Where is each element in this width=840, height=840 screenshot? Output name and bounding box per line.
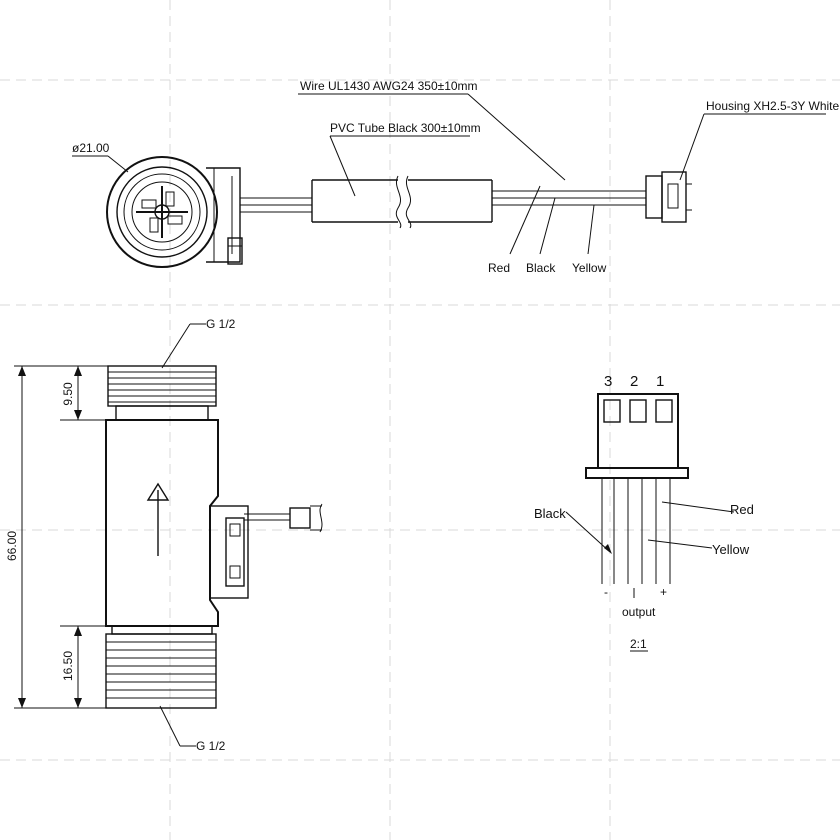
- thread-top-label: G 1/2: [206, 317, 236, 331]
- wire-color-red: Red: [488, 261, 510, 275]
- connector-red-label: Red: [730, 502, 754, 517]
- sensor-body-top: [106, 156, 218, 268]
- output-label: output: [622, 605, 656, 619]
- pin-number-2: 2: [630, 373, 638, 390]
- side-view: 66.00 9.50 16.50 G 1/2 G 1/2: [5, 317, 323, 753]
- sensor-body-side: [105, 419, 323, 627]
- thread-bottom-label: G 1/2: [196, 739, 226, 753]
- dim-total-label: 66.00: [5, 531, 19, 561]
- pin-number-3: 3: [604, 373, 612, 390]
- dim-bottom-label: 16.50: [61, 651, 75, 681]
- wire-spec-label: Wire UL1430 AWG24 350±10mm: [300, 79, 478, 93]
- dim-top-label: 9.50: [61, 382, 75, 406]
- diameter-label: ø21.00: [72, 141, 110, 155]
- sensor-bracket-top: [206, 167, 243, 265]
- wires-short: [240, 197, 312, 213]
- wires-long: [492, 190, 646, 206]
- top-view: ø21.00 Wire UL1430 AWG24 350±10mm PVC Tu…: [72, 79, 840, 275]
- connector-yellow-label: Yellow: [712, 542, 750, 557]
- housing-spec-label: Housing XH2.5-3Y White: [706, 99, 840, 113]
- pin-number-1: 1: [656, 373, 664, 390]
- thread-bottom: [105, 625, 217, 709]
- wire-color-black: Black: [526, 261, 556, 275]
- housing-connector-top: [645, 171, 692, 223]
- wire-color-yellow: Yellow: [572, 261, 607, 275]
- pvc-tube: [311, 175, 493, 229]
- thread-top: [107, 365, 217, 421]
- connector-wires: [601, 478, 671, 584]
- connector-view: 3 2 1 Black Red Yellow - + output: [534, 373, 754, 652]
- pin-minus-label: -: [604, 585, 608, 599]
- connector-black-label: Black: [534, 506, 566, 521]
- dimension-lines: [14, 365, 108, 709]
- connector-housing: [585, 393, 689, 479]
- scale-label: 2:1: [630, 637, 647, 651]
- pin-plus-label: +: [660, 585, 667, 599]
- tube-spec-label: PVC Tube Black 300±10mm: [330, 121, 481, 135]
